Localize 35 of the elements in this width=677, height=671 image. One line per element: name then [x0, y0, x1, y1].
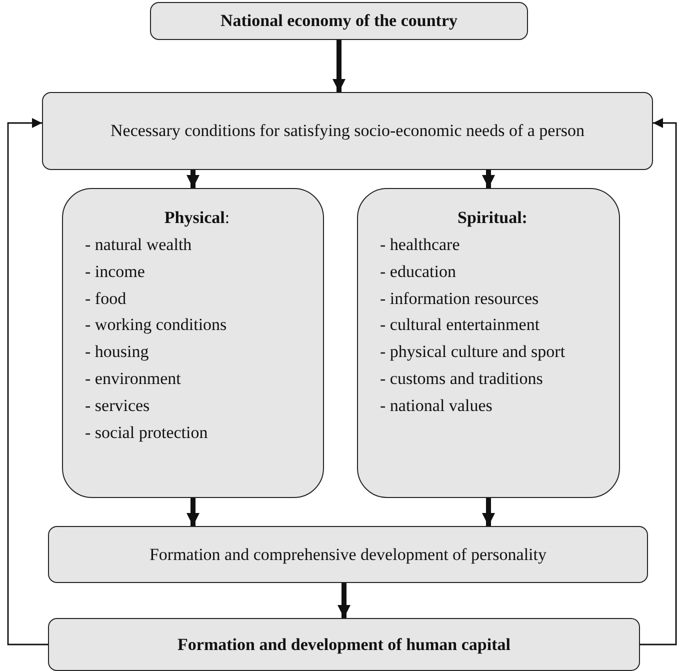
process-box: [150, 2, 528, 40]
list-item: - customs and traditions: [380, 368, 544, 390]
list-item: - education: [380, 260, 457, 283]
box-heading: Spiritual:: [456, 207, 528, 229]
box-text: National economy of the country: [220, 10, 458, 32]
process-box: [42, 92, 653, 170]
arrow: [640, 118, 677, 646]
arrow: [338, 583, 350, 618]
arrow: [7, 118, 48, 646]
list-item: - physical culture and sport: [380, 341, 566, 364]
box-heading: Physical:: [163, 207, 231, 229]
list-item: - environment: [85, 368, 182, 390]
rounded-list-box: [357, 188, 620, 498]
arrow: [482, 498, 495, 526]
list-item: - healthcare: [380, 234, 461, 256]
list-item: - housing: [85, 341, 150, 364]
list-item: - social protection: [85, 422, 209, 444]
box-text: Formation and comprehensive development of personality: [149, 544, 547, 566]
rounded-list-box: [62, 188, 324, 498]
list-item: - income: [85, 260, 146, 283]
arrow: [482, 170, 495, 188]
process-box: [48, 526, 648, 583]
arrow: [332, 40, 346, 92]
list-item: - information resources: [380, 288, 540, 310]
arrow: [186, 498, 200, 526]
list-item: - services: [85, 395, 151, 418]
list-item: - natural wealth: [85, 234, 193, 256]
list-item: - national values: [380, 395, 494, 418]
list-item: - working conditions: [85, 314, 228, 336]
process-box: [48, 618, 640, 671]
box-text: Necessary conditions for satisfying socio-economic needs of a person: [110, 120, 584, 142]
list-item: - cultural entertainment: [380, 314, 541, 336]
arrow: [186, 170, 200, 188]
list-item: - food: [85, 288, 128, 310]
box-text: Formation and development of human capital: [178, 634, 510, 656]
